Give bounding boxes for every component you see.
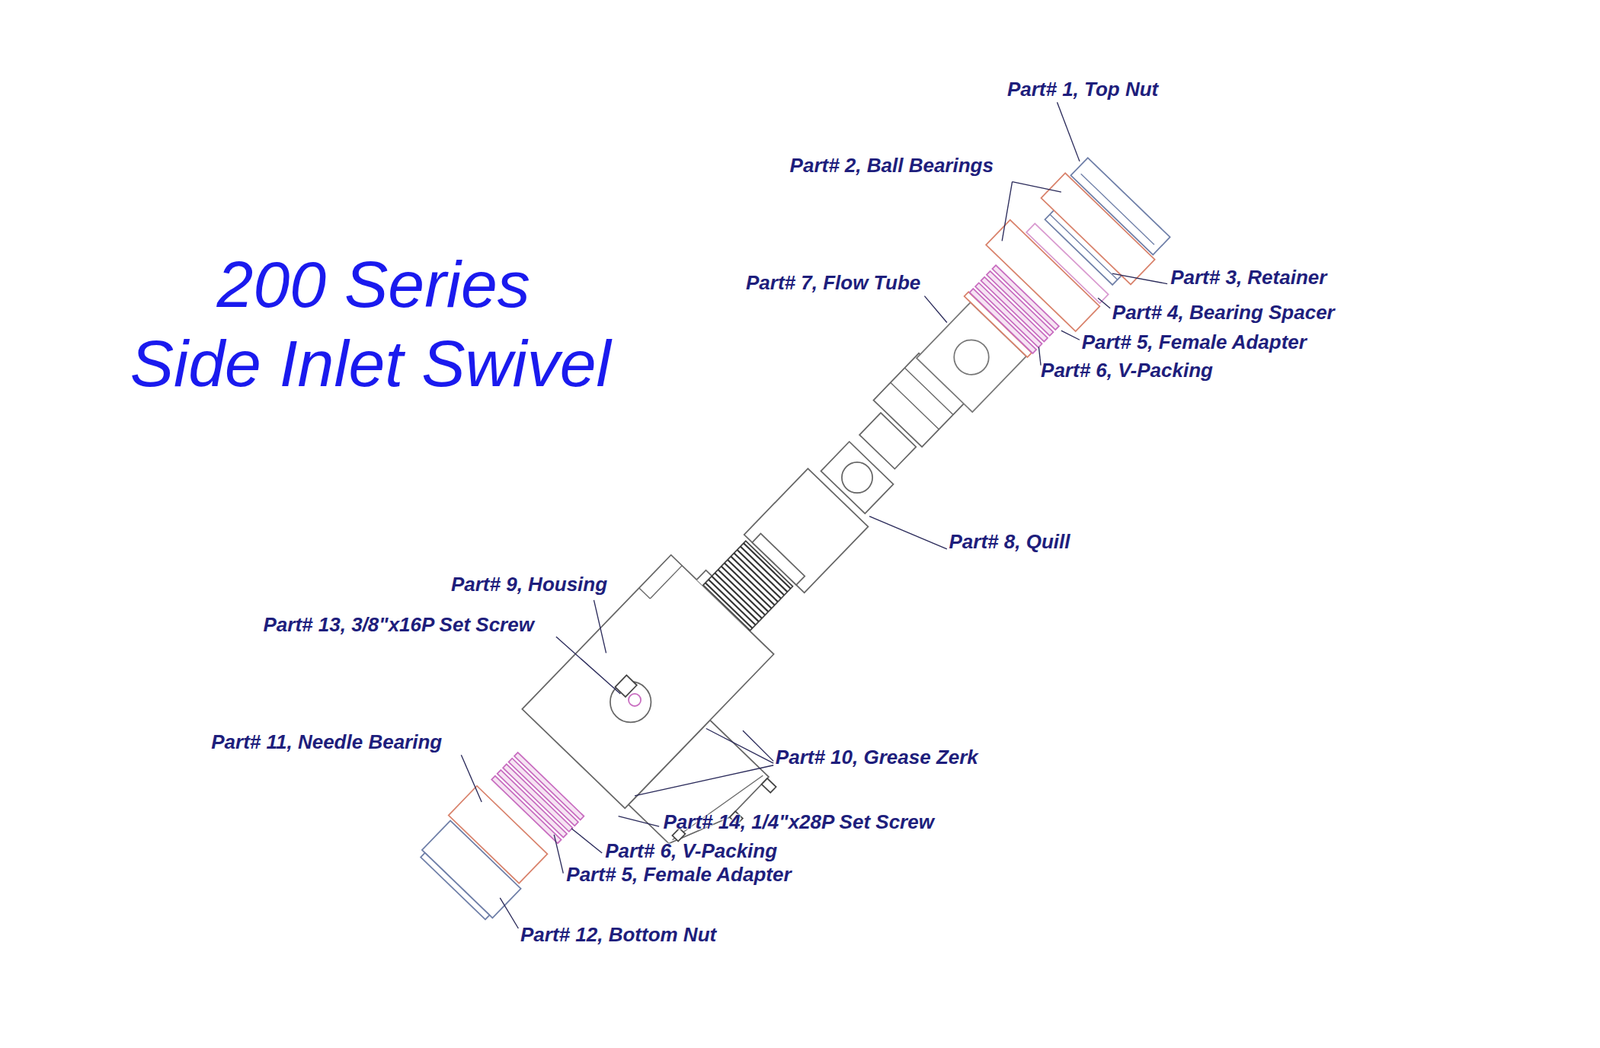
housing-step (649, 566, 682, 599)
thread-line (730, 556, 778, 603)
part-label: Part# 4, Bearing Spacer (1112, 300, 1335, 325)
part-label: Part# 14, 1/4"x28P Set Screw (663, 809, 935, 835)
quill-shoulder (752, 534, 805, 586)
leader-line (742, 730, 774, 762)
leader-line (924, 296, 947, 324)
leader-line (1057, 102, 1080, 162)
ball-bearing (1040, 172, 1155, 285)
nut-flange (420, 853, 490, 921)
leader-line (1112, 273, 1168, 284)
part-label: Part# 5, Female Adapter (566, 862, 791, 887)
part-label: Part# 13, 3/8"x16P Set Screw (263, 612, 535, 637)
leader-line (553, 835, 564, 874)
leader-line (571, 828, 602, 854)
leader-line (593, 600, 606, 654)
leader-line (1001, 182, 1012, 242)
part-label: Part# 2, Ball Bearings (790, 153, 994, 178)
quill-port-hole (841, 462, 873, 493)
quill-groove (890, 382, 940, 429)
top-nut-outline (1070, 157, 1170, 255)
v-packing-ring (508, 758, 579, 827)
leader-line (1061, 330, 1080, 340)
flow-tube-bore (953, 339, 989, 375)
part-label: Part# 8, Quill (949, 529, 1071, 554)
ball-bearing-outline (1040, 172, 1155, 285)
part-label: Part# 6, V-Packing (1040, 358, 1213, 383)
grease-zerk (761, 778, 777, 794)
leader-line (1012, 182, 1062, 192)
v-packing-ring (514, 752, 584, 821)
part-label: Part# 1, Top Nut (1007, 76, 1159, 102)
set-screw-13-shank (614, 675, 637, 698)
leader-line (460, 755, 482, 803)
leader-line (499, 898, 519, 929)
diagram-title: 200 Series Side Inlet Swivel (130, 244, 618, 404)
leader-line (1038, 347, 1041, 366)
top-nut-line (1081, 173, 1155, 245)
leader-line (706, 729, 774, 765)
part-label: Part# 10, Grease Zerk (775, 745, 979, 770)
part-label: Part# 12, Bottom Nut (520, 922, 717, 948)
top-nut (1070, 157, 1170, 255)
leader-line (618, 816, 660, 827)
set-screw-13 (628, 694, 641, 707)
part-label: Part# 3, Retainer (1170, 265, 1327, 290)
part-label: Part# 9, Housing (451, 572, 608, 597)
v-packing (491, 752, 584, 844)
leader-lines (460, 102, 1168, 929)
housing-step (639, 588, 650, 599)
leader-line (869, 516, 948, 550)
part-label: Part# 7, Flow Tube (745, 270, 921, 295)
part-label: Part# 5, Female Adapter (1081, 329, 1307, 355)
set-screw-13-body (614, 675, 637, 698)
leader-line (1097, 297, 1111, 308)
part-label: Part# 11, Needle Bearing (211, 729, 442, 755)
part-label: Part# 6, V-Packing (604, 838, 778, 864)
leader-line (556, 636, 621, 695)
leader-line (634, 765, 774, 797)
